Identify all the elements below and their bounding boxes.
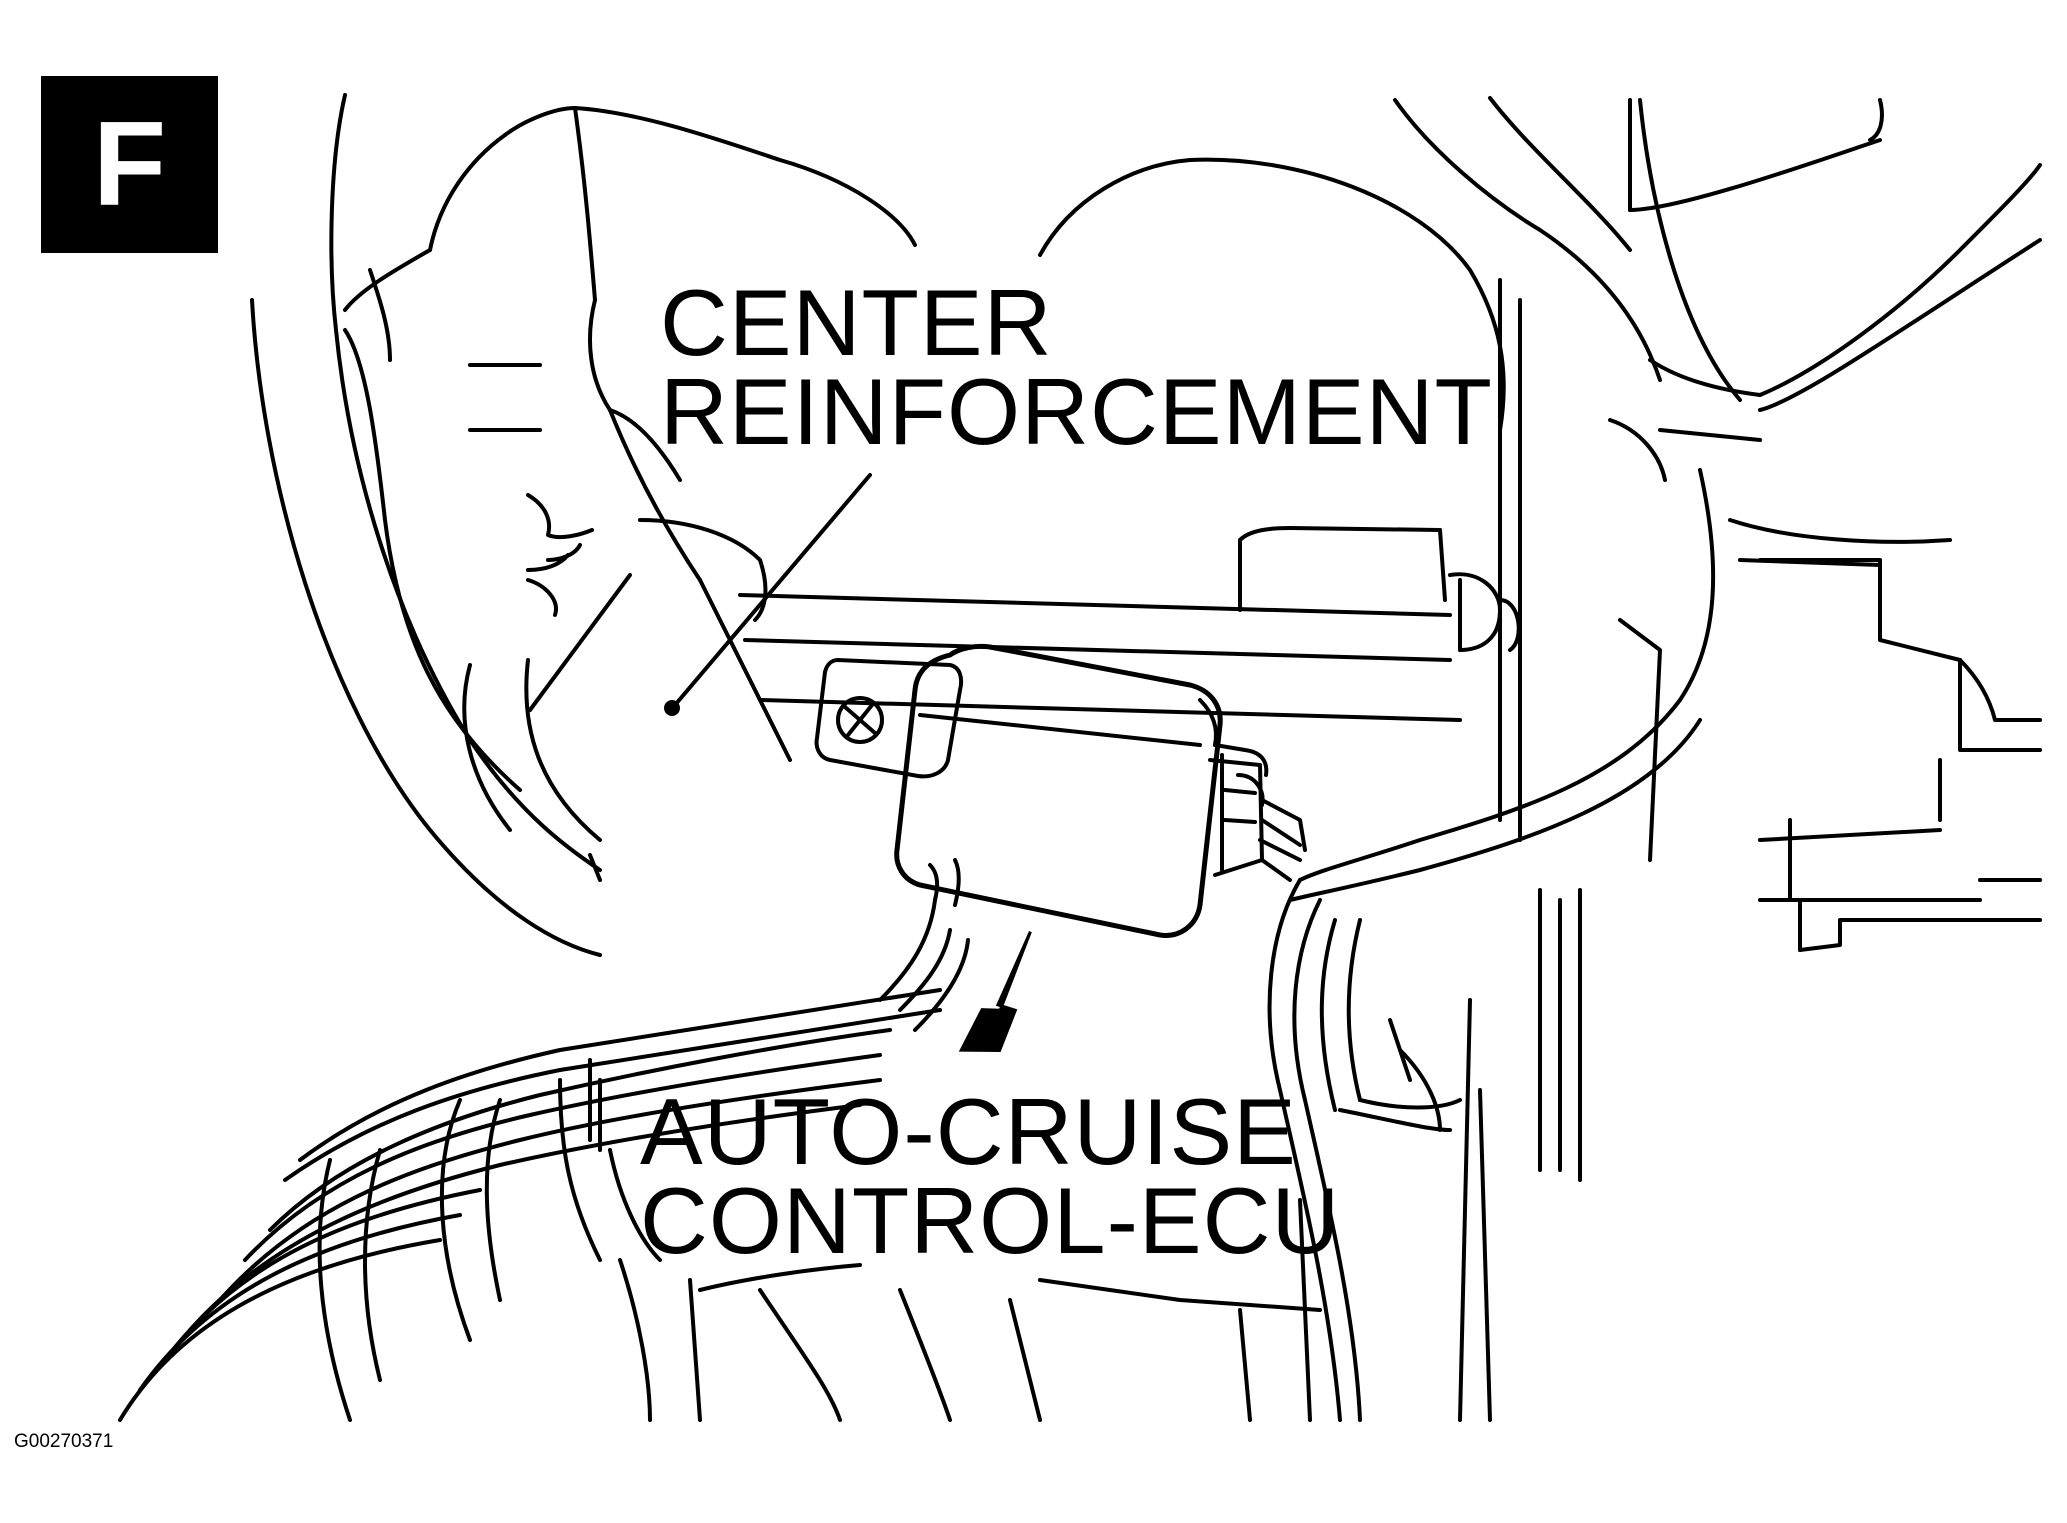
ecu-label-line2: CONTROL-ECU xyxy=(640,1168,1341,1273)
auto-cruise-control-ecu xyxy=(894,643,1307,938)
wiring-harness xyxy=(118,468,1716,1422)
crossmember xyxy=(738,526,1521,722)
lower-structure xyxy=(317,1058,1322,1422)
panel-letter-badge: F xyxy=(41,76,218,253)
ecu-label-line1: AUTO-CRUISE xyxy=(640,1079,1297,1184)
center-reinforcement-leader-dot xyxy=(664,700,680,716)
center-reinforcement-label-line2: REINFORCEMENT xyxy=(660,359,1493,464)
ecu-pointer-arrow xyxy=(958,931,1032,1053)
center-reinforcement xyxy=(462,106,917,882)
center-reinforcement-leader xyxy=(528,473,872,712)
right-duct xyxy=(1458,418,2042,1422)
figure-id: G00270371 xyxy=(14,1431,114,1452)
center-reinforcement-label-line1: CENTER xyxy=(660,270,1053,375)
upper-dash-panel xyxy=(1038,96,2042,842)
ecu-bracket xyxy=(814,658,964,779)
left-pillar-panel xyxy=(250,93,602,957)
